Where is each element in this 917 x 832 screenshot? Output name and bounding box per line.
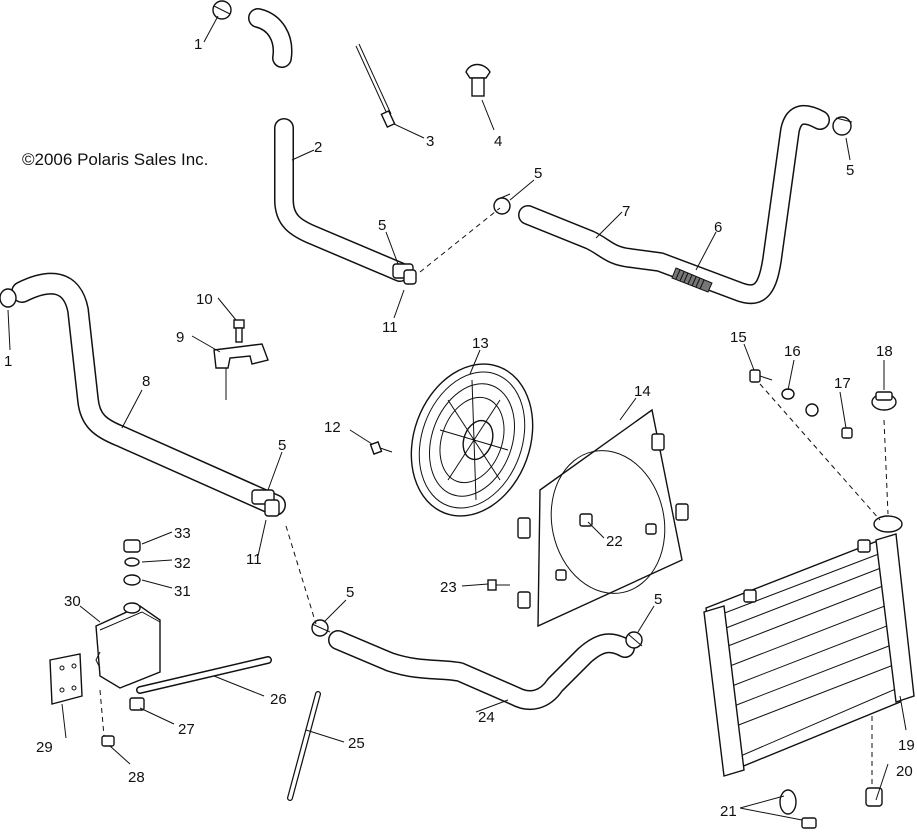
callout-5-hose2: 5: [378, 217, 386, 234]
hose-24: [328, 630, 635, 710]
callout-5-lower: 5: [346, 584, 354, 601]
clamp-5-hose2: [392, 263, 417, 285]
callout-5-right: 5: [654, 591, 662, 608]
callout-1-top: 1: [194, 36, 202, 53]
part-28-screw: [101, 735, 115, 747]
hose-top-small: [248, 8, 293, 68]
part-13-fan: [410, 363, 534, 517]
tube-25: [287, 691, 321, 801]
hose-2: [274, 118, 410, 282]
clamp-5-hose8: [251, 489, 280, 517]
callout-23: 23: [440, 579, 457, 596]
callout-15: 15: [730, 329, 747, 346]
part-14-shroud: [517, 408, 689, 628]
callout-17: 17: [834, 375, 851, 392]
clamp-5-right: [625, 631, 643, 649]
tube-26: [136, 656, 272, 694]
callout-5-center: 5: [534, 165, 542, 182]
callout-26: 26: [270, 691, 287, 708]
hose-8: [11, 272, 286, 516]
part-23-screw: [487, 579, 510, 591]
copyright-text: ©2006 Polaris Sales Inc.: [22, 150, 209, 169]
part-12-bolt: [369, 441, 393, 455]
part-30-reservoir: [95, 602, 161, 689]
callout-29: 29: [36, 739, 53, 756]
part-4-rivet: [465, 63, 491, 97]
part-27-fitting: [129, 697, 145, 711]
dash-line-bolt15: [759, 383, 881, 521]
leader-lines: [7, 15, 907, 821]
callout-24: 24: [478, 709, 495, 726]
callout-4: 4: [494, 133, 502, 150]
part-3-rod: [355, 43, 396, 128]
callout-32: 32: [174, 555, 191, 572]
callout-6: 6: [714, 219, 722, 236]
callout-16: 16: [784, 343, 801, 360]
clamp-5-lower: [311, 619, 331, 637]
callout-21: 21: [720, 803, 737, 820]
part-19-radiator: [703, 515, 915, 777]
callout-3: 3: [426, 133, 434, 150]
callout-13: 13: [472, 335, 489, 352]
callout-11-bottom: 11: [246, 551, 262, 568]
part-15-bolt: [749, 369, 773, 383]
part-9-bracket: [213, 343, 269, 400]
clamp-1-left: [0, 288, 17, 308]
clamp-5-center: [493, 193, 511, 215]
spring-6: [671, 267, 713, 293]
part-31-seal: [123, 574, 141, 586]
callout-7: 7: [622, 203, 630, 220]
callout-19: 19: [898, 737, 915, 754]
callout-33: 33: [174, 525, 191, 542]
callout-20: 20: [896, 763, 913, 780]
clamp-5-topright: [832, 116, 853, 136]
part-17-nut: [841, 427, 853, 439]
dash-line-cap18: [883, 419, 889, 515]
callout-2: 2: [314, 139, 322, 156]
callout-28: 28: [128, 769, 145, 786]
callout-10: 10: [196, 291, 213, 308]
callout-31: 31: [174, 583, 191, 600]
clamp-1-top: [212, 0, 232, 20]
callout-18: 18: [876, 343, 893, 360]
part-33-cap: [123, 539, 141, 553]
callout-9: 9: [176, 329, 184, 346]
part-18-cap: [871, 391, 897, 411]
callout-12: 12: [324, 419, 341, 436]
part-29-plate: [49, 653, 83, 705]
callout-5-hose8: 5: [278, 437, 286, 454]
callout-8: 8: [142, 373, 150, 390]
callout-1-left: 1: [4, 353, 12, 370]
part-21: [779, 789, 817, 829]
callout-14: 14: [634, 383, 651, 400]
part-32-ring: [124, 557, 140, 567]
callout-5-topright: 5: [846, 162, 854, 179]
dash-line-28: [99, 689, 105, 737]
callout-25: 25: [348, 735, 365, 752]
callout-30: 30: [64, 593, 81, 610]
callout-27: 27: [178, 721, 195, 738]
hose-7: [518, 104, 830, 305]
dash-line-hose8: [285, 525, 317, 625]
dash-line-hose2: [419, 207, 501, 273]
part-16-washer: [781, 388, 819, 417]
callout-11-top: 11: [382, 319, 398, 336]
callout-22: 22: [606, 533, 623, 550]
part-10-bolt: [233, 319, 245, 343]
